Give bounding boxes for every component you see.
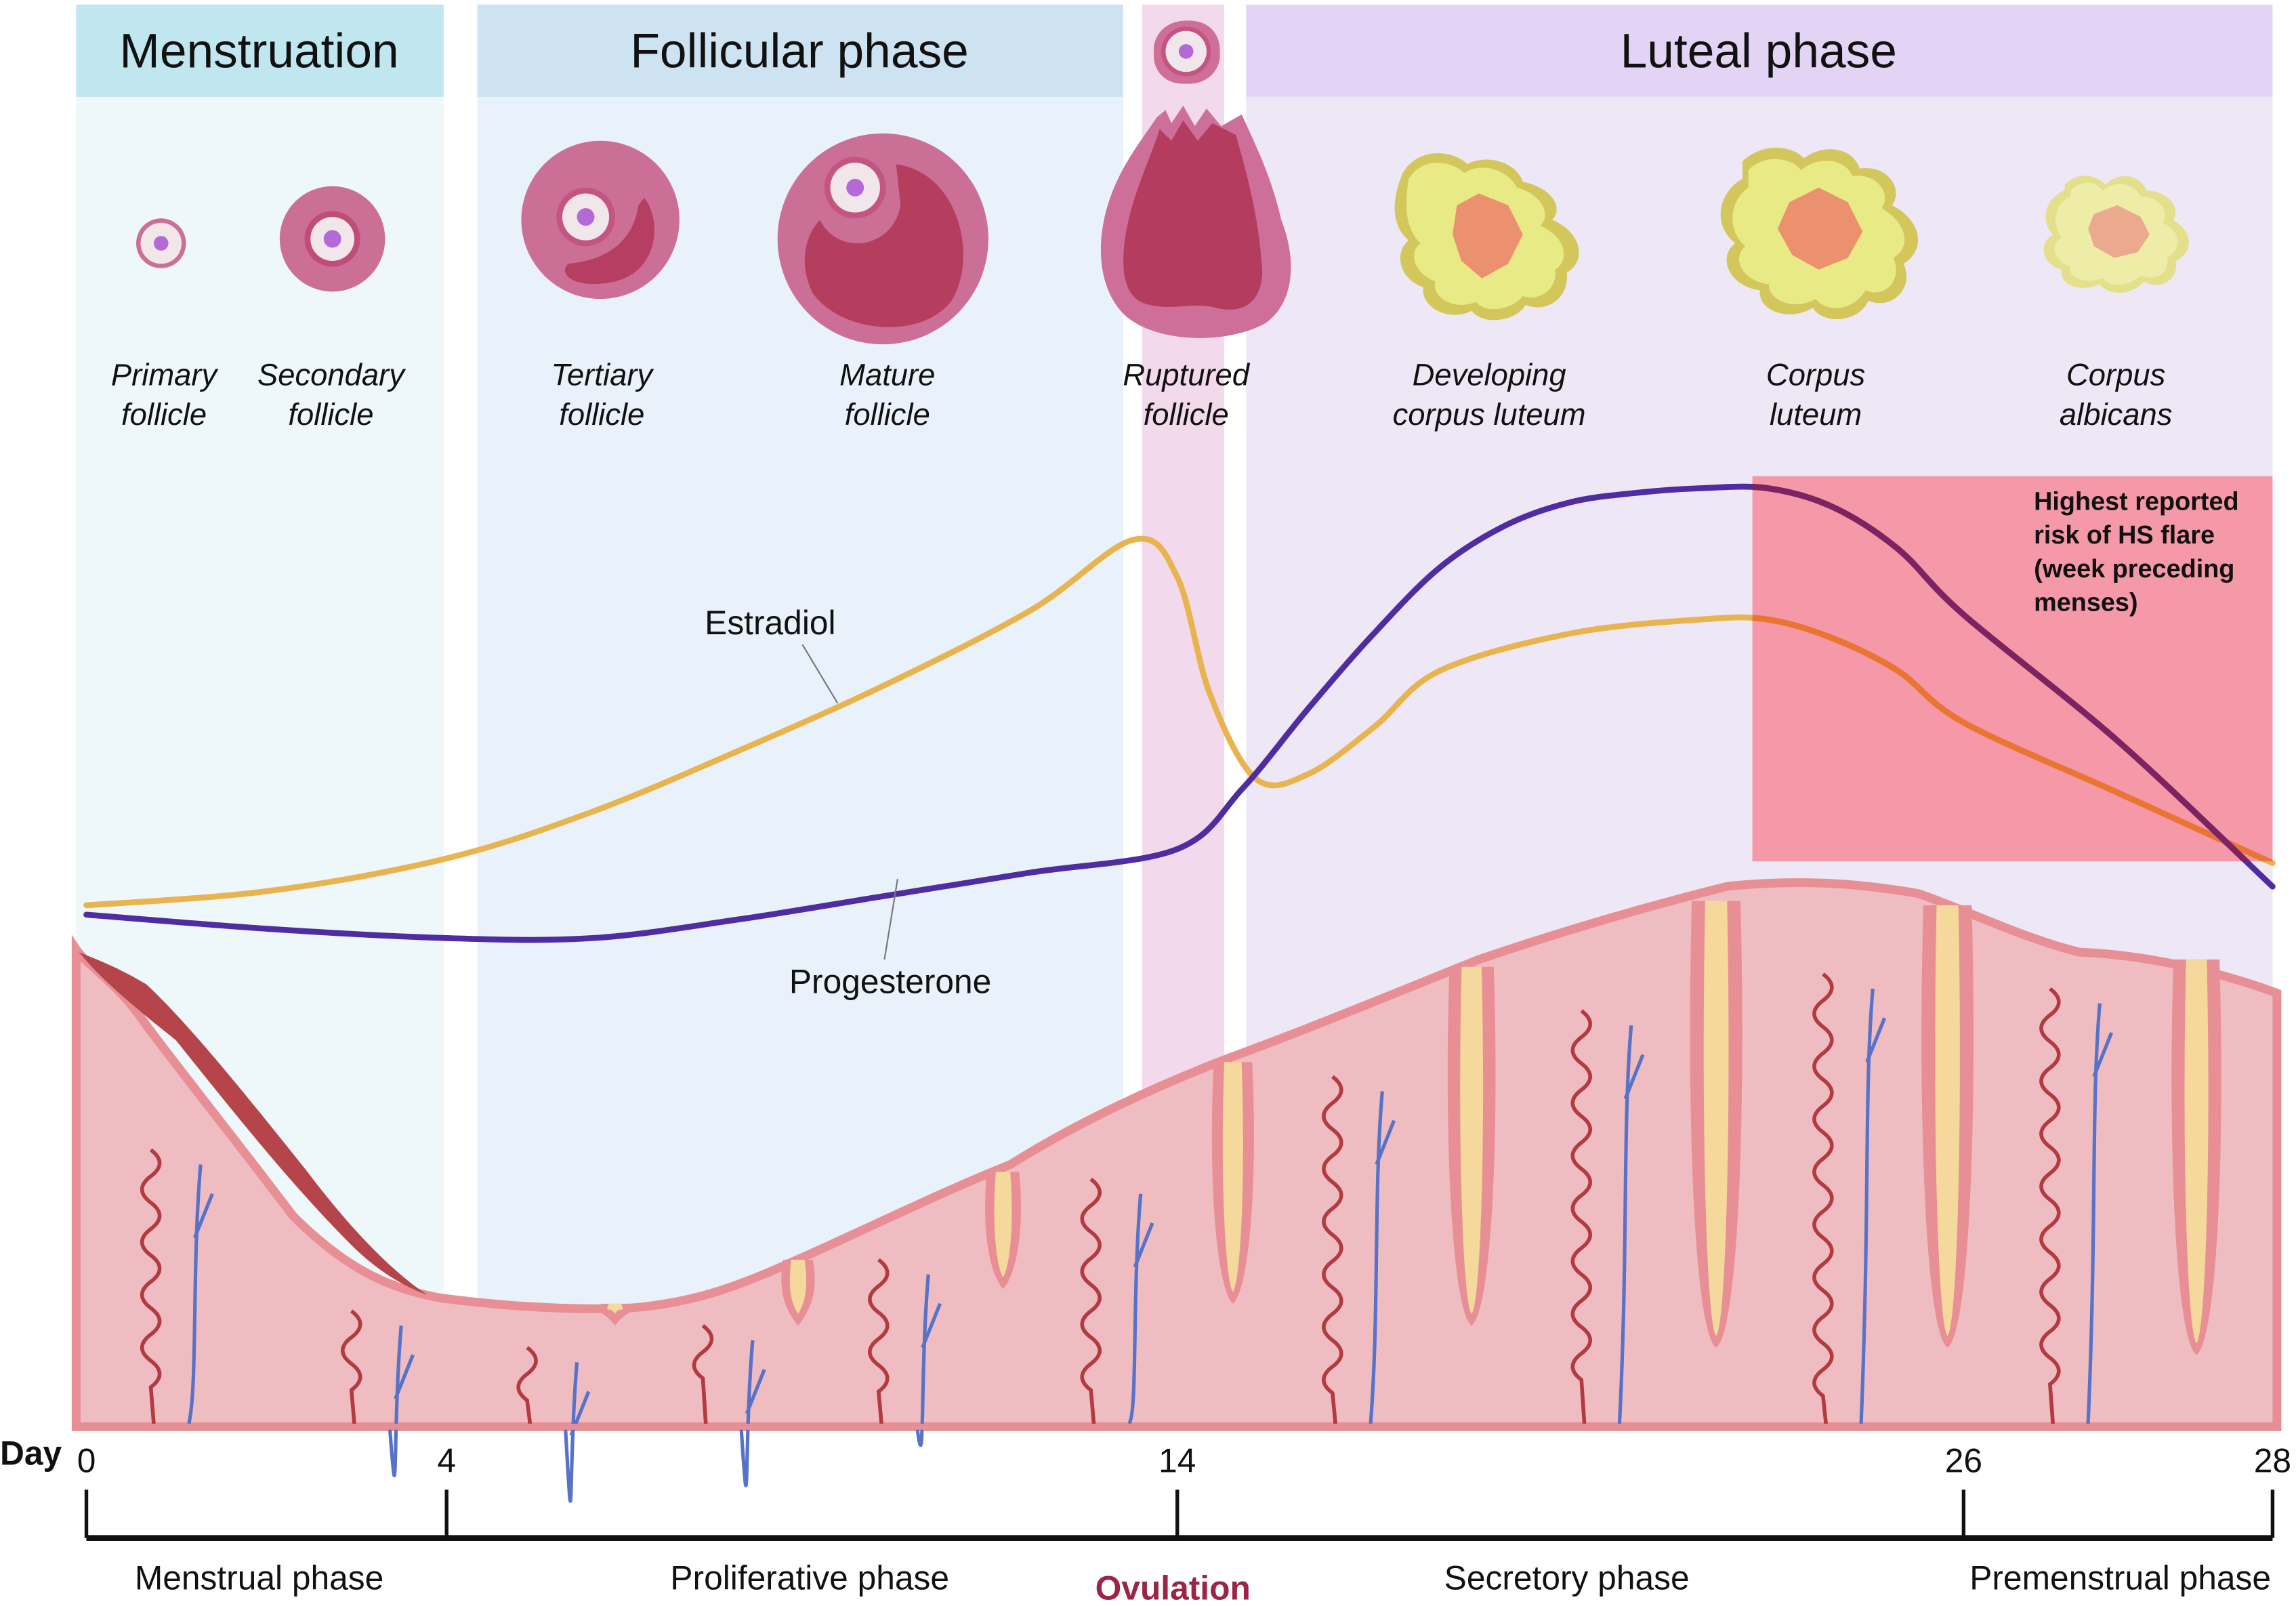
released-oocyte-icon: [1154, 20, 1220, 83]
mature-follicle-icon: [778, 133, 988, 344]
progesterone-label: Progesterone: [789, 963, 991, 1001]
phase-labels: Menstrual phase Proliferative phase Ovul…: [135, 1559, 2271, 1603]
follicular-phase-header: Follicular phase: [630, 24, 968, 79]
label-developing-cl-2: corpus luteum: [1393, 397, 1586, 432]
label-developing-cl-1: Developing: [1413, 358, 1566, 392]
label-ruptured-1: Ruptured: [1123, 358, 1250, 392]
label-corpus-luteum-2: luteum: [1770, 397, 1862, 432]
label-primary-1: Primary: [111, 358, 219, 392]
menstruation-header: Menstruation: [119, 24, 398, 79]
phase-proliferative: Proliferative phase: [670, 1559, 949, 1597]
estradiol-label: Estradiol: [705, 604, 835, 642]
label-mature-2: follicle: [845, 397, 930, 432]
luteal-phase-header: Luteal phase: [1621, 24, 1897, 79]
phase-secretory: Secretory phase: [1444, 1559, 1690, 1597]
axis-tick-label-28: 28: [2254, 1441, 2291, 1479]
label-secondary-2: follicle: [288, 397, 373, 432]
axis-ticks: 0 4 14 26 28: [77, 1441, 2291, 1538]
axis-tick-label-4: 4: [437, 1441, 456, 1479]
label-corpus-albicans-2: albicans: [2060, 397, 2172, 432]
label-ruptured-2: follicle: [1144, 397, 1229, 432]
axis-tick-label-14: 14: [1159, 1441, 1196, 1479]
label-secondary-1: Secondary: [257, 358, 406, 392]
flare-note-line-4: menses): [2034, 589, 2137, 617]
label-corpus-albicans-1: Corpus: [2066, 358, 2165, 392]
day-axis: Day 0 4 14 26 28: [0, 1435, 2291, 1538]
label-mature-1: Mature: [839, 358, 935, 392]
label-primary-2: follicle: [121, 397, 207, 432]
flare-note-line-1: Highest reported: [2034, 487, 2239, 516]
axis-tick-label-0: 0: [77, 1441, 96, 1479]
label-tertiary-1: Tertiary: [551, 358, 654, 392]
secondary-follicle-icon: [280, 186, 385, 292]
label-tertiary-2: follicle: [559, 397, 644, 432]
axis-tick-label-26: 26: [1945, 1441, 1982, 1479]
primary-follicle-icon: [136, 218, 186, 268]
phase-menstrual: Menstrual phase: [135, 1559, 383, 1597]
phase-ovulation: Ovulation: [1095, 1569, 1251, 1603]
flare-note-line-3: (week preceding: [2034, 555, 2234, 583]
tertiary-follicle-icon: [521, 141, 679, 299]
label-corpus-luteum-1: Corpus: [1766, 358, 1865, 392]
phase-premenstrual: Premenstrual phase: [1969, 1559, 2271, 1597]
axis-label-day: Day: [0, 1435, 62, 1473]
flare-note-line-2: risk of HS flare: [2034, 521, 2215, 550]
